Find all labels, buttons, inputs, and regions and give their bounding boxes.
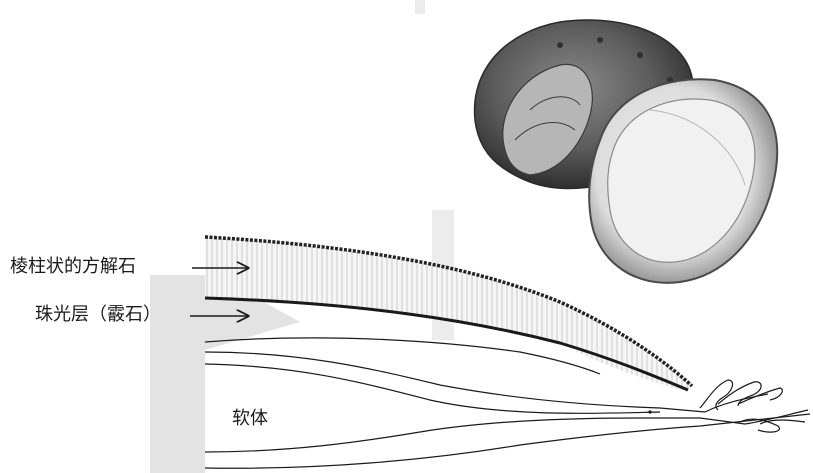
- soft-body-label: 软体: [232, 410, 268, 428]
- nacre-layer-label: 珠光层（霰石）: [35, 306, 161, 324]
- nacre-inner-line: [205, 338, 600, 374]
- scan-artifacts: [150, 0, 454, 473]
- tentacles: [648, 380, 805, 432]
- abalone-shells-illustration: [475, 20, 778, 283]
- soft-body-outline: [205, 352, 810, 468]
- prismatic-layer-label: 棱柱状的方解石: [10, 258, 136, 276]
- abalone-inner-shell: [589, 79, 777, 283]
